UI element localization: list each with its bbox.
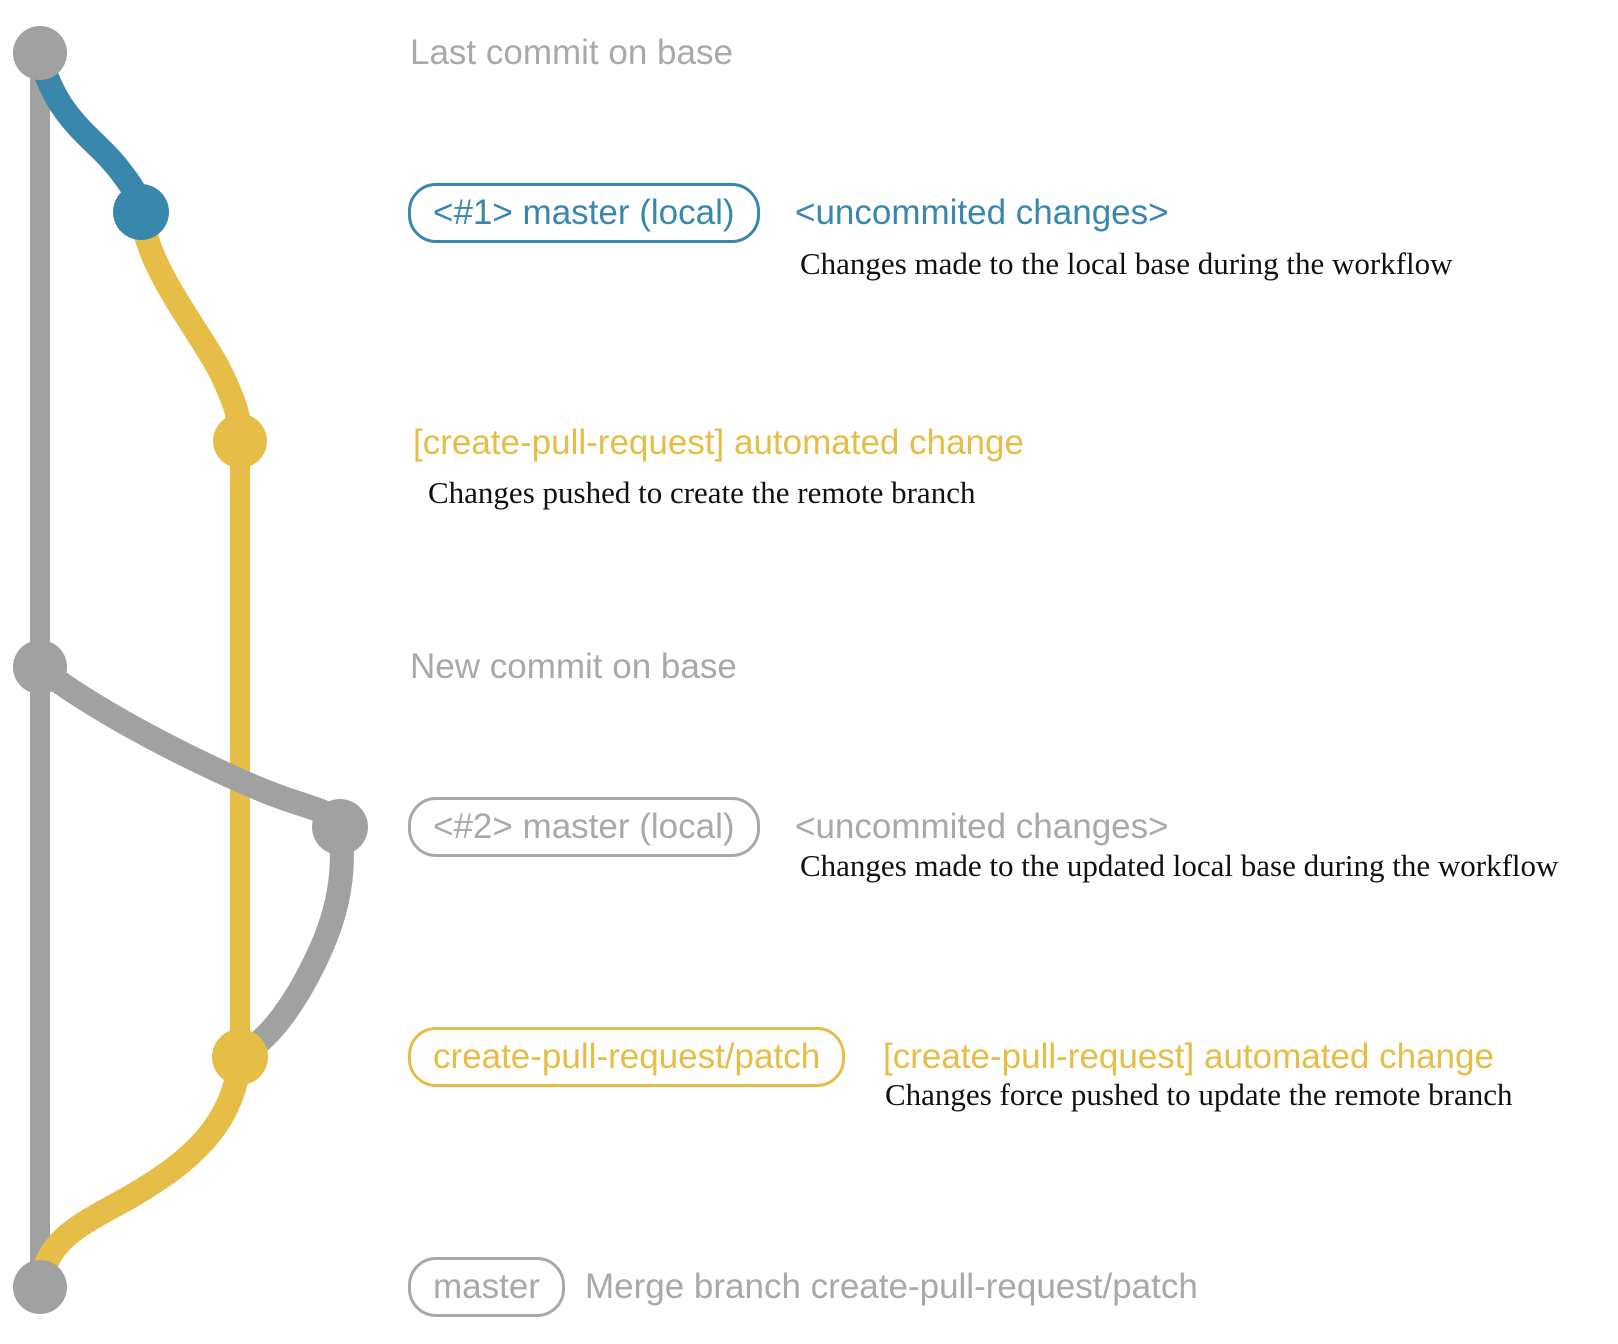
commit-message-uncommited-2: <uncommited changes> (795, 807, 1169, 846)
commit-dot-remote-1 (213, 414, 267, 468)
label-new-commit-on-base: New commit on base (410, 647, 737, 686)
commit-message-automated-2: [create-pull-request] automated change (883, 1037, 1494, 1076)
commit-dot-merge (13, 1260, 67, 1314)
commit-description-local-2: Changes made to the updated local base d… (800, 848, 1559, 883)
remote-branch-push-curve (129, 202, 252, 452)
commit-message-automated-1: [create-pull-request] automated change (413, 423, 1024, 462)
commit-description-remote-2: Changes force pushed to update the remot… (885, 1077, 1513, 1112)
branch-label-master-local-1: <#1> master (local) (408, 183, 760, 243)
branch-label-text: <#1> master (local) (433, 193, 735, 232)
commit-dot-last-base (13, 26, 67, 80)
merge-curve (29, 1046, 252, 1295)
branch-label-text: <#2> master (local) (433, 807, 735, 846)
commit-dot-remote-2 (212, 1029, 268, 1085)
commit-message-merge: Merge branch create-pull-request/patch (585, 1267, 1198, 1306)
branch-label-create-pull-request-patch: create-pull-request/patch (408, 1027, 846, 1087)
local-branch-2-curve-in (235, 816, 354, 1064)
local-branch-1-curve (28, 43, 153, 224)
commit-dot-local-1 (113, 184, 169, 240)
branch-label-master-local-2: <#2> master (local) (408, 797, 760, 857)
commit-description-remote-1: Changes pushed to create the remote bran… (428, 475, 976, 510)
commit-description-local-1: Changes made to the local base during th… (800, 246, 1453, 281)
label-last-commit-on-base: Last commit on base (410, 33, 733, 72)
branch-label-master: master (408, 1257, 565, 1317)
branch-label-text: create-pull-request/patch (433, 1037, 821, 1076)
local-branch-2-curve-out (28, 656, 352, 840)
branch-label-text: master (433, 1267, 540, 1306)
commit-dot-new-base (13, 640, 67, 694)
commit-dot-local-2 (312, 799, 368, 855)
commit-message-uncommited-1: <uncommited changes> (795, 193, 1169, 232)
